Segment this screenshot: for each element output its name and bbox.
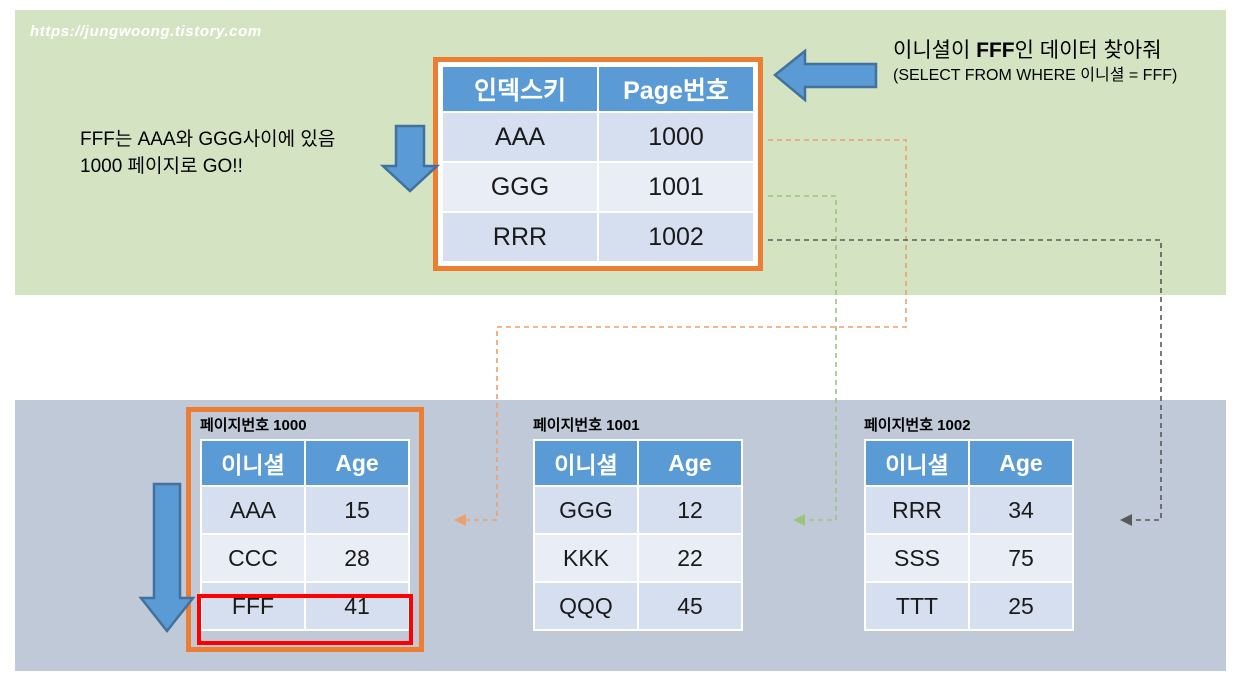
page-age-cell: 22 [639,535,741,581]
index-table-header-page: Page번호 [599,67,753,111]
page-table-1000: 이니셜 Age AAA 15 CCC 28 FFF 41 [200,439,410,631]
page-age-cell: 34 [970,487,1072,533]
note-left-lookup: FFF는 AAA와 GGG사이에 있음 1000 페이지로 GO!! [80,126,335,180]
index-table: 인덱스키 Page번호 AAA 1000 GGG 1001 RRR 1002 [441,65,755,263]
index-page-cell: 1001 [599,163,753,211]
table-row: AAA 1000 [443,113,753,161]
page-initial-cell: KKK [535,535,637,581]
watermark-url: https://jungwoong.tistory.com [30,23,262,40]
table-row: TTT 25 [866,583,1072,629]
note-right-query: 이니셜이 FFF인 데이터 찾아줘 (SELECT FROM WHERE 이니셜… [893,37,1177,87]
page-initial-cell: TTT [866,583,968,629]
page-table-header-initial: 이니셜 [202,441,304,485]
page-table-block-1000: 페이지번호 1000 이니셜 Age AAA 15 CCC 28 FFF [200,418,410,631]
table-row: RRR 1002 [443,213,753,261]
note-left-line1: FFF는 AAA와 GGG사이에 있음 [80,129,336,150]
note-right-line1-bold: FFF [976,39,1015,62]
table-row: QQQ 45 [535,583,741,629]
page-table-header-row: 이니셜 Age [202,441,408,485]
page-initial-cell: GGG [535,487,637,533]
page-table-title: 페이지번호 1002 [864,417,971,434]
index-key-cell: AAA [443,113,597,161]
page-table-header-row: 이니셜 Age [866,441,1072,485]
index-table-frame: 인덱스키 Page번호 AAA 1000 GGG 1001 RRR 1002 [433,57,763,271]
table-row-highlighted: FFF 41 [202,583,408,629]
table-row: SSS 75 [866,535,1072,581]
page-age-cell: 75 [970,535,1072,581]
page-initial-cell: SSS [866,535,968,581]
page-table-header-age: Age [306,441,408,485]
page-age-cell: 25 [970,583,1072,629]
note-right-line1-prefix: 이니셜이 [893,39,977,62]
index-page-cell: 1002 [599,213,753,261]
page-table-title: 페이지번호 1001 [533,417,640,434]
index-page-cell: 1000 [599,113,753,161]
table-row: GGG 1001 [443,163,753,211]
note-left-line2: 1000 페이지로 GO!! [80,156,243,177]
page-table-1001: 이니셜 Age GGG 12 KKK 22 QQQ 45 [533,439,743,631]
page-table-header-age: Age [970,441,1072,485]
page-age-cell: 15 [306,487,408,533]
page-age-cell: 28 [306,535,408,581]
table-row: AAA 15 [202,487,408,533]
index-table-header-key: 인덱스키 [443,67,597,111]
page-table-header-row: 이니셜 Age [535,441,741,485]
table-row: GGG 12 [535,487,741,533]
index-key-cell: RRR [443,213,597,261]
page-table-header-age: Age [639,441,741,485]
page-table-1002: 이니셜 Age RRR 34 SSS 75 TTT 25 [864,439,1074,631]
page-initial-cell: RRR [866,487,968,533]
page-table-title: 페이지번호 1000 [200,417,307,434]
page-table-block-1001: 페이지번호 1001 이니셜 Age GGG 12 KKK 22 QQQ [533,418,743,631]
note-right-line1: 이니셜이 FFF인 데이터 찾아줘 [893,37,1177,65]
note-right-line1-suffix: 인 데이터 찾아줘 [1014,39,1162,62]
page-age-cell: 41 [306,583,408,629]
index-key-cell: GGG [443,163,597,211]
page-initial-cell: CCC [202,535,304,581]
page-age-cell: 12 [639,487,741,533]
page-table-header-initial: 이니셜 [535,441,637,485]
page-table-header-initial: 이니셜 [866,441,968,485]
table-row: CCC 28 [202,535,408,581]
table-row: RRR 34 [866,487,1072,533]
page-initial-cell: QQQ [535,583,637,629]
page-table-block-1002: 페이지번호 1002 이니셜 Age RRR 34 SSS 75 TTT [864,418,1074,631]
note-right-line2: (SELECT FROM WHERE 이니셜 = FFF) [893,67,1178,84]
table-row: KKK 22 [535,535,741,581]
index-table-header-row: 인덱스키 Page번호 [443,67,753,111]
page-initial-cell: AAA [202,487,304,533]
page-initial-cell: FFF [202,583,304,629]
page-age-cell: 45 [639,583,741,629]
